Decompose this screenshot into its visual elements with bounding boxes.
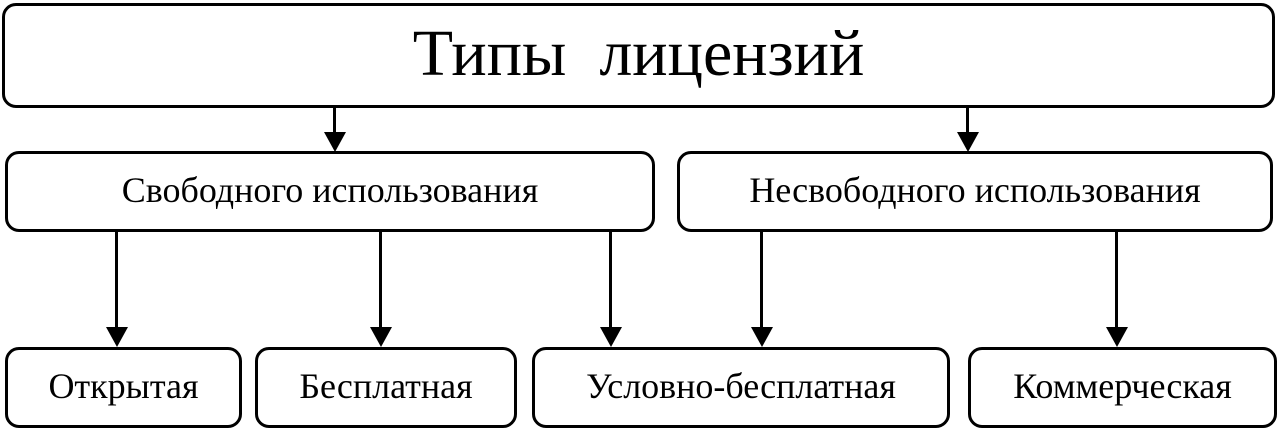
arrowhead-down-icon (1106, 327, 1128, 347)
node-commercial-license: Коммерческая (968, 347, 1277, 428)
node-nonfree-use: Несвободного использования (677, 151, 1273, 232)
node-shareware-license-label: Условно-бесплатная (586, 365, 896, 406)
node-license-types: Типы лицензий (2, 3, 1275, 108)
arrowhead-down-icon (324, 132, 346, 152)
arrow-shaft (333, 108, 336, 140)
arrow-shaft (966, 108, 969, 140)
edge-root-to-nonfree-use (956, 108, 980, 152)
node-nonfree-use-label: Несвободного использования (749, 169, 1201, 210)
arrowhead-down-icon (106, 327, 128, 347)
edge-nonfree-to-shareware (750, 232, 774, 347)
edge-free-to-freeware (369, 232, 393, 347)
edge-free-to-shareware (599, 232, 623, 347)
node-freeware-license-label: Бесплатная (299, 365, 473, 406)
node-freeware-license: Бесплатная (255, 347, 517, 428)
node-free-use-label: Свободного использования (121, 169, 539, 210)
node-open-license: Открытая (5, 347, 242, 428)
arrowhead-down-icon (957, 132, 979, 152)
arrow-shaft (379, 232, 382, 335)
arrow-shaft (115, 232, 118, 335)
arrowhead-down-icon (600, 327, 622, 347)
node-shareware-license: Условно-бесплатная (532, 347, 950, 428)
arrow-shaft (1115, 232, 1118, 335)
node-free-use: Свободного использования (5, 151, 655, 232)
arrow-shaft (760, 232, 763, 335)
edge-nonfree-to-commercial (1105, 232, 1129, 347)
node-open-license-label: Открытая (48, 365, 199, 406)
edge-free-to-open (105, 232, 129, 347)
node-commercial-license-label: Коммерческая (1013, 365, 1232, 406)
arrowhead-down-icon (370, 327, 392, 347)
arrow-shaft (609, 232, 612, 335)
arrowhead-down-icon (751, 327, 773, 347)
edge-root-to-free-use (323, 108, 347, 152)
node-license-types-label: Типы лицензий (412, 16, 865, 90)
